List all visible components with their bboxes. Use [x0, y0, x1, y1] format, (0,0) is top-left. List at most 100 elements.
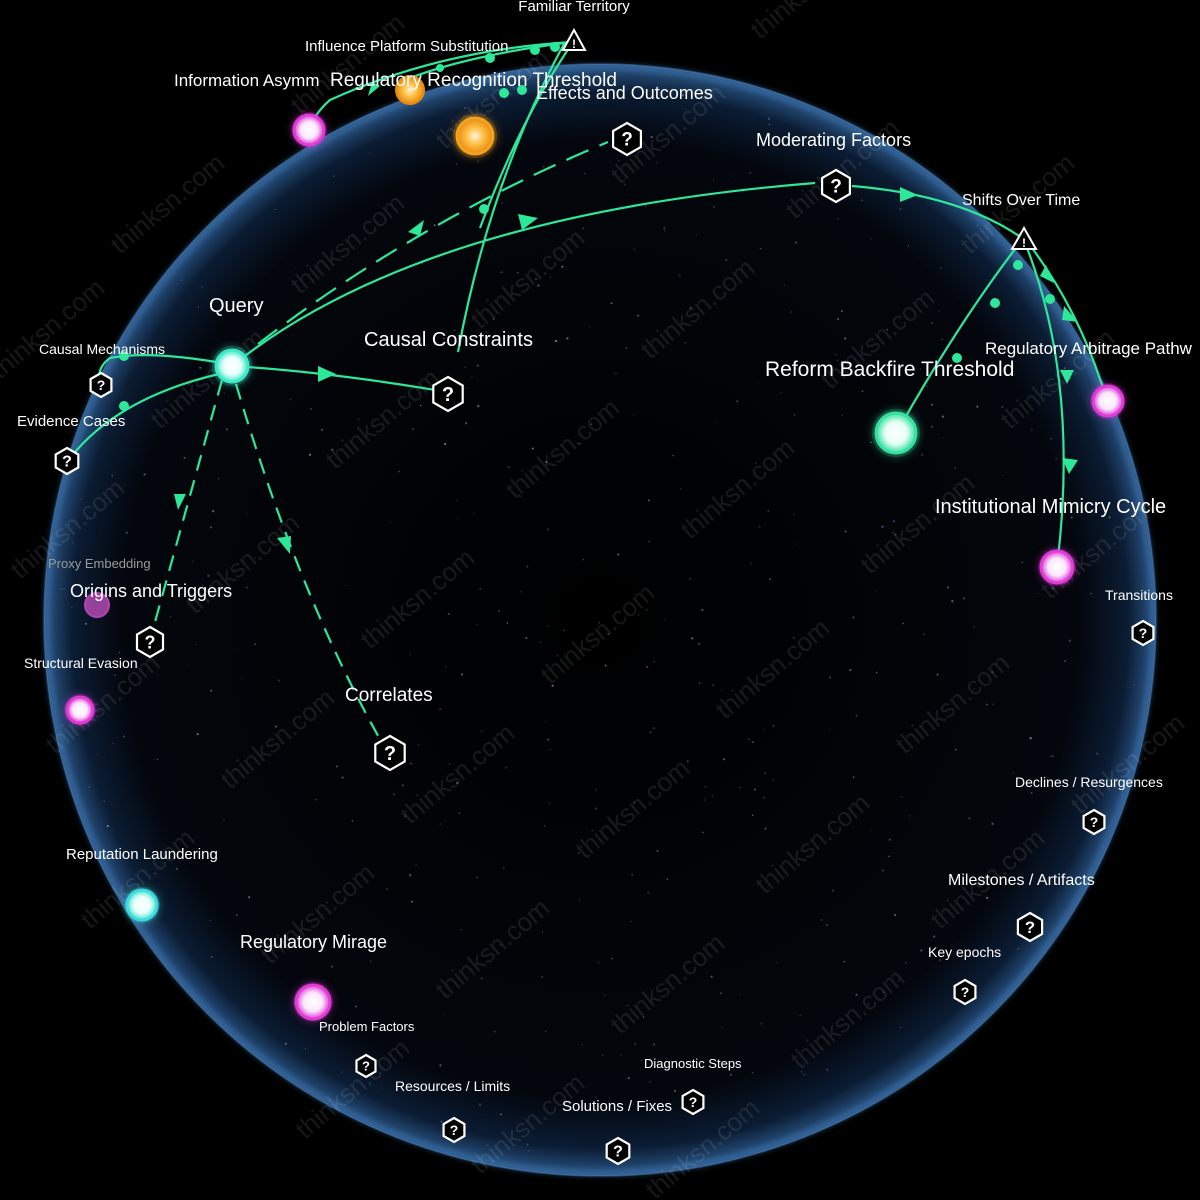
star-dot — [754, 462, 756, 464]
node-milestones[interactable]: ? — [1016, 911, 1044, 943]
node-problem[interactable]: ? — [355, 1053, 377, 1079]
node-resources[interactable]: ? — [442, 1116, 466, 1144]
node-solutions[interactable]: ? — [605, 1136, 631, 1166]
star-dot — [844, 366, 846, 368]
star-dot — [881, 525, 884, 528]
star-dot — [326, 901, 328, 904]
star-dot — [702, 831, 704, 834]
star-dot — [645, 206, 647, 208]
question-hex-icon — [442, 1116, 466, 1144]
star-dot — [505, 766, 508, 769]
node-structural-evasion[interactable] — [64, 694, 96, 726]
star-dot — [1036, 593, 1039, 595]
node-regulatory-recognition[interactable] — [395, 75, 425, 105]
star-dot — [447, 612, 450, 616]
star-dot — [125, 531, 128, 534]
star-dot — [88, 786, 90, 788]
edge-query-evidence — [69, 370, 229, 459]
node-proxy-embedding[interactable] — [84, 592, 110, 618]
star-dot — [234, 768, 236, 770]
star-dot — [837, 317, 840, 321]
star-dot — [723, 758, 726, 761]
node-effects[interactable]: ? — [611, 121, 643, 157]
node-information-asymm[interactable] — [291, 112, 327, 148]
star-dot — [968, 817, 971, 820]
star-dot — [731, 175, 733, 177]
star-dot — [764, 827, 767, 830]
star-dot — [107, 594, 110, 597]
node-reputation-laundering[interactable] — [124, 887, 160, 923]
question-mark-glyph: ? — [442, 384, 454, 406]
star-dot — [646, 665, 649, 668]
edge-causalcons-familiar — [456, 41, 566, 353]
question-hex-icon — [135, 625, 165, 659]
node-causalmech[interactable]: ? — [89, 371, 113, 399]
star-dot — [545, 460, 548, 464]
star-dot — [751, 1071, 754, 1074]
star-dot — [549, 276, 552, 278]
star-dot — [517, 272, 519, 274]
star-dot — [930, 403, 933, 406]
star-dot — [290, 399, 292, 401]
question-mark-glyph: ? — [1139, 625, 1148, 641]
node-keyepochs[interactable]: ? — [953, 978, 977, 1006]
node-reform-backfire[interactable] — [872, 409, 920, 457]
node-correlates[interactable]: ? — [374, 734, 406, 772]
question-hex-icon — [1082, 808, 1106, 836]
star-dot — [502, 867, 505, 869]
star-dot — [652, 726, 656, 730]
star-dot — [246, 586, 249, 589]
star-dot — [930, 425, 934, 428]
node-regulatory-arbitrage[interactable] — [1090, 383, 1126, 419]
star-dot — [844, 337, 847, 340]
star-dot — [790, 311, 793, 313]
node-regulatory-mirage[interactable] — [293, 982, 333, 1022]
star-dot — [951, 600, 954, 603]
node-origins[interactable]: ? — [135, 625, 165, 659]
star-dot — [715, 420, 717, 422]
star-dot — [562, 629, 565, 632]
star-dot — [541, 976, 543, 978]
star-dot — [610, 302, 613, 305]
label-shifts-over-time: Shifts Over Time — [962, 192, 1080, 209]
star-dot — [933, 935, 936, 938]
star-dot — [388, 521, 390, 523]
node-moderating[interactable]: ? — [820, 168, 852, 204]
star-dot — [235, 648, 236, 650]
question-hex-icon — [605, 1136, 631, 1166]
node-transitions[interactable]: ? — [1131, 619, 1155, 647]
node-institutional-mimicry[interactable] — [1038, 548, 1076, 586]
star-dot — [631, 873, 633, 876]
star-dot — [235, 913, 238, 917]
svg-text:!: ! — [1022, 236, 1026, 250]
node-query[interactable] — [212, 346, 252, 386]
star-dot — [80, 498, 82, 500]
star-dot — [1064, 660, 1066, 662]
star-dot — [767, 117, 771, 120]
star-dot — [861, 390, 864, 393]
star-dot — [480, 730, 483, 732]
star-dot — [625, 347, 628, 349]
star-dot — [837, 217, 840, 220]
node-diagnostic[interactable]: ? — [681, 1088, 705, 1116]
star-dot — [976, 405, 979, 408]
star-dot — [973, 688, 976, 690]
star-dot — [409, 653, 412, 655]
edge-arrow — [1062, 306, 1078, 322]
node-orange-large[interactable] — [453, 114, 497, 158]
star-dot — [861, 199, 863, 202]
node-causalcons[interactable]: ? — [432, 375, 464, 413]
star-dot — [793, 414, 796, 416]
question-mark-glyph: ? — [961, 984, 970, 1000]
star-dot — [627, 1077, 630, 1080]
node-shifts-over-time[interactable]: ! — [1010, 225, 1038, 250]
question-hex-icon — [432, 375, 464, 413]
node-evidence[interactable]: ? — [54, 446, 80, 476]
label-proxy-embedding: Proxy Embedding — [48, 556, 151, 571]
star-dot — [545, 1031, 547, 1033]
star-dot — [63, 587, 65, 589]
node-declines[interactable]: ? — [1082, 808, 1106, 836]
node-familiar-territory[interactable]: ! — [561, 27, 587, 51]
star-dot — [199, 366, 202, 369]
